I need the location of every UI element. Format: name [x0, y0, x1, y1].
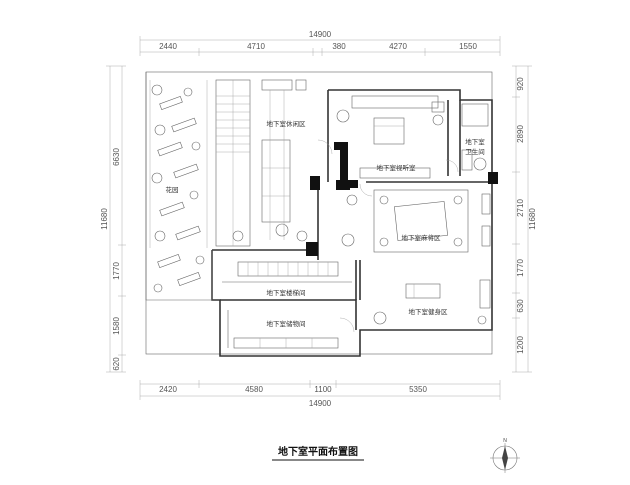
- leisure-area-furniture: [232, 79, 308, 242]
- door-swings: [317, 139, 459, 197]
- right-dimension-5: 630: [516, 299, 525, 313]
- room-label-gym: 地下室健身区: [409, 307, 449, 316]
- right-dimension-chain: 920 2890 2710 1770 630 1200 11680: [512, 65, 537, 373]
- right-dimension-2: 2890: [516, 125, 525, 143]
- room-label-leisure: 地下室休闲区: [267, 119, 307, 128]
- top-dimension-1: 2440: [159, 42, 177, 51]
- room-label-bathroom-2: 卫生间: [465, 147, 485, 156]
- room-label-mahjong: 地下室麻将区: [402, 233, 442, 242]
- bottom-dimension-chain: 2420 4580 1100 5350 14900: [139, 380, 501, 408]
- compass-icon: N: [490, 438, 520, 473]
- top-dimension-2: 4710: [247, 42, 265, 51]
- compass-north-label: N: [503, 438, 507, 444]
- top-total-dimension: 14900: [309, 30, 332, 39]
- room-label-storage: 地下室储物间: [267, 319, 306, 328]
- audio-room-furniture: [336, 95, 445, 179]
- right-dimension-6: 1200: [516, 336, 525, 354]
- room-label-garden: 花园: [166, 185, 179, 194]
- left-dimension-1: 6630: [112, 148, 121, 166]
- right-dimension-3: 2710: [516, 199, 525, 217]
- right-total-dimension: 11680: [528, 208, 537, 230]
- structural-columns: [306, 142, 498, 256]
- left-total-dimension: 11680: [100, 208, 109, 230]
- mahjong-area-furniture: [341, 189, 491, 253]
- top-dimension-4: 4270: [389, 42, 407, 51]
- bottom-dimension-2: 4580: [245, 385, 263, 394]
- left-dimension-chain: 11680 6630 1770 1580 620: [100, 65, 126, 373]
- bottom-dimension-4: 5350: [409, 385, 427, 394]
- room-label-audio: 地下室视听室: [377, 163, 417, 172]
- right-dimension-1: 920: [516, 77, 525, 91]
- top-dimension-5: 1550: [459, 42, 477, 51]
- room-label-bathroom: 地下室: [465, 137, 485, 146]
- upper-stair-strip: [215, 79, 251, 247]
- left-dimension-3: 1580: [112, 317, 121, 335]
- right-dimension-4: 1770: [516, 259, 525, 277]
- left-dimension-4: 620: [112, 357, 121, 371]
- top-dimension-3: 380: [332, 42, 346, 51]
- bathroom-fixtures: [461, 103, 489, 171]
- garden-area: [145, 72, 213, 301]
- storage-room-shelving: [227, 310, 355, 349]
- room-label-stair: 地下室楼梯间: [267, 288, 306, 297]
- stairwell: [222, 261, 352, 283]
- bottom-dimension-1: 2420: [159, 385, 177, 394]
- drawing-title: 地下室平面布置图: [278, 445, 358, 458]
- bottom-dimension-3: 1100: [314, 385, 332, 394]
- left-dimension-2: 1770: [112, 262, 121, 280]
- bottom-total-dimension: 14900: [309, 399, 332, 408]
- gym-area-equipment: [373, 279, 491, 325]
- top-dimension-chain: 14900 2440 4710 380 4270 1550: [139, 30, 501, 56]
